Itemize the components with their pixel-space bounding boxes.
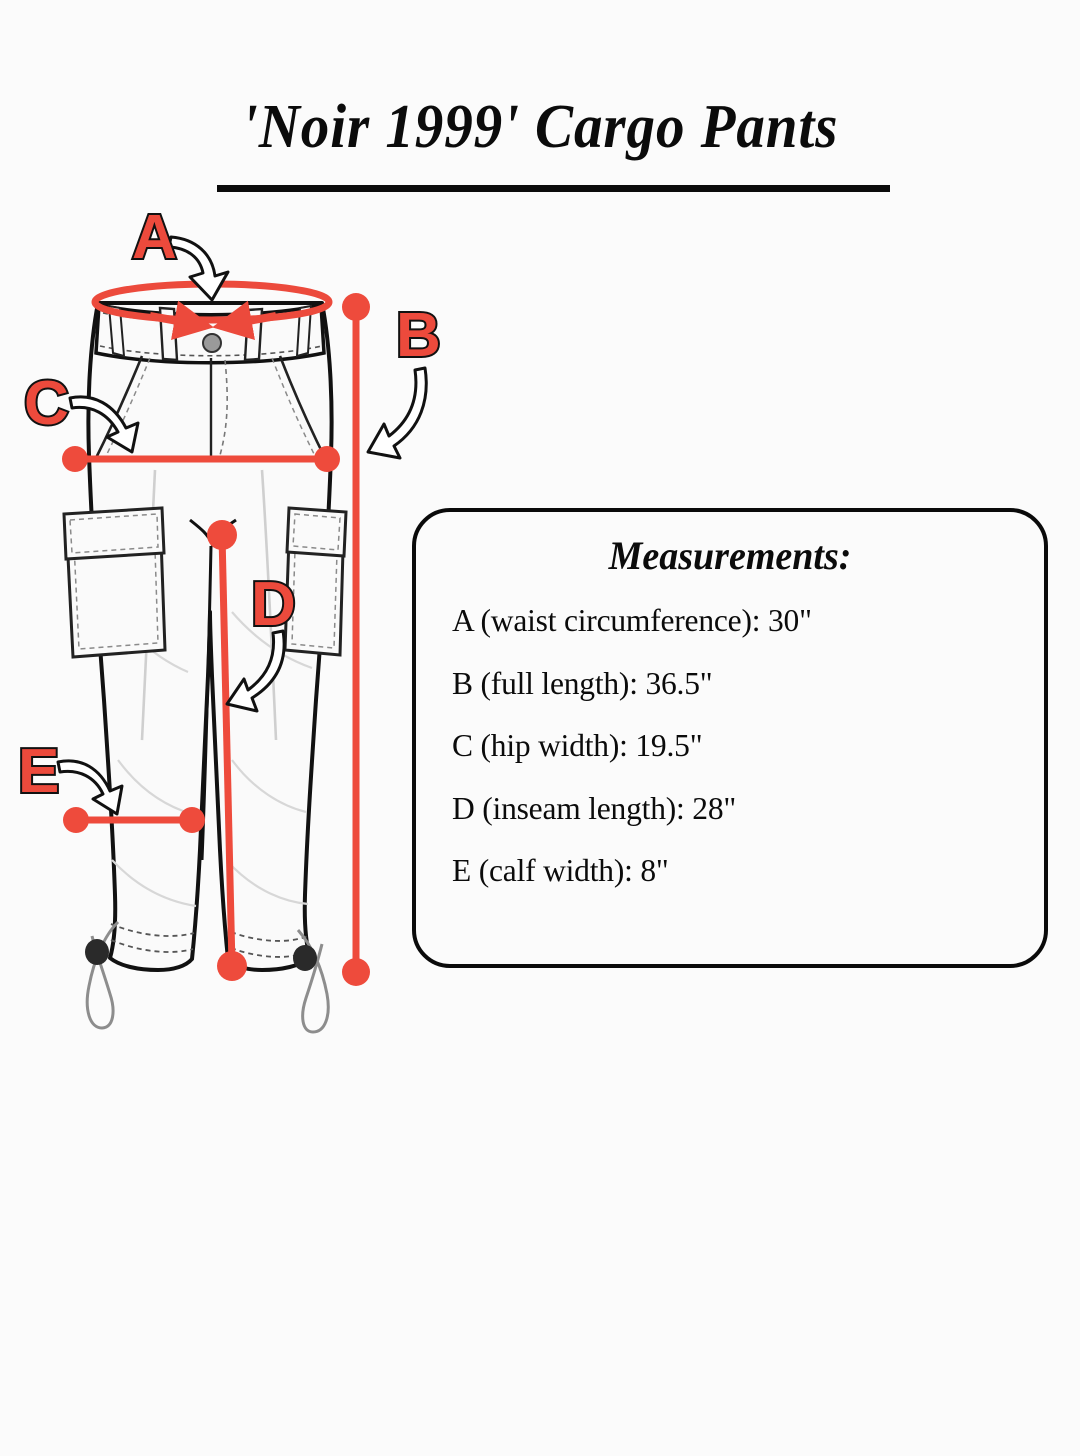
inseam-length-line: [218, 534, 236, 967]
cargo-flap-right-stitch: [292, 513, 341, 551]
drawcord-toggle-left: [85, 939, 109, 965]
waist-arrow-left: [149, 300, 214, 341]
hip-width-dot-left: [62, 446, 88, 472]
waist-arrow-right: [212, 300, 277, 341]
callout-arrow-E: [56, 759, 124, 816]
hip-width-dot-right: [314, 446, 340, 472]
callout-arrow-A: [167, 235, 230, 302]
measurement-item-d: D (inseam length): 28": [452, 790, 737, 826]
hem-stitch-left-2: [110, 939, 194, 953]
page-title-text: 'Noir 1999' Cargo Pants: [241, 93, 839, 161]
belt-loop-far-left: [107, 304, 126, 358]
measurements-card: Measurements: A (waist circumference): 3…: [412, 508, 1048, 968]
slant-pocket-left-stitch: [102, 357, 151, 463]
marker-D-inseam-length: [207, 520, 247, 981]
drape-6: [231, 611, 313, 670]
fly-topstitch: [217, 359, 228, 463]
drape-4: [231, 759, 307, 814]
letter-label-A: A: [132, 203, 177, 272]
measurement-item-e: E (calf width): 8": [452, 853, 669, 888]
page-title: 'Noir 1999' Cargo Pants: [0, 93, 1080, 192]
drape-3: [111, 859, 197, 908]
measurement-item-a: A (waist circumference): 30": [452, 603, 812, 638]
inseam-length-dot-top: [207, 520, 237, 550]
callout-arrows: [56, 235, 428, 816]
slant-pocket-right-stitch: [271, 357, 319, 463]
hem-stitch-right-1: [230, 931, 309, 942]
marker-E-calf-width: [63, 807, 205, 833]
hem-stitch-left-1: [110, 923, 195, 937]
cargo-flap-right: [285, 506, 348, 558]
measurement-item-c: C (hip width): 19.5": [452, 728, 703, 763]
letter-label-E: E: [18, 737, 59, 806]
letter-label-C: C: [24, 369, 69, 438]
drawcord-toggle-right: [293, 945, 317, 971]
inseam-length-dot-bottom: [217, 951, 247, 981]
measurements-list: A (waist circumference): 30" B (full len…: [416, 605, 1044, 887]
letter-label-B: B: [396, 301, 441, 370]
crease-right: [260, 469, 278, 741]
marker-B-full-length: [342, 293, 370, 986]
calf-width-dot-left: [63, 807, 89, 833]
drawcord-right: [296, 929, 330, 1034]
full-length-dot-top: [342, 293, 370, 321]
measurement-item-b: B (full length): 36.5": [452, 665, 713, 701]
cargo-flap-left: [62, 506, 166, 561]
callout-arrow-D: [225, 629, 286, 713]
measurements-heading: Measurements:: [608, 533, 852, 578]
callout-arrow-B: [366, 366, 428, 460]
drape-5: [227, 861, 309, 906]
full-length-dot-bottom: [342, 958, 370, 986]
letter-label-D: D: [251, 570, 296, 639]
title-underline: [217, 185, 890, 192]
belt-loop-far-right: [295, 304, 313, 358]
calf-width-dot-right: [179, 807, 205, 833]
cargo-flap-left-stitch: [69, 513, 159, 554]
waist-button: [202, 333, 222, 353]
callout-arrow-C: [68, 395, 140, 454]
marker-C-hip-width: [62, 446, 340, 472]
measurement-letter-labels: A B C D E: [16, 201, 443, 808]
